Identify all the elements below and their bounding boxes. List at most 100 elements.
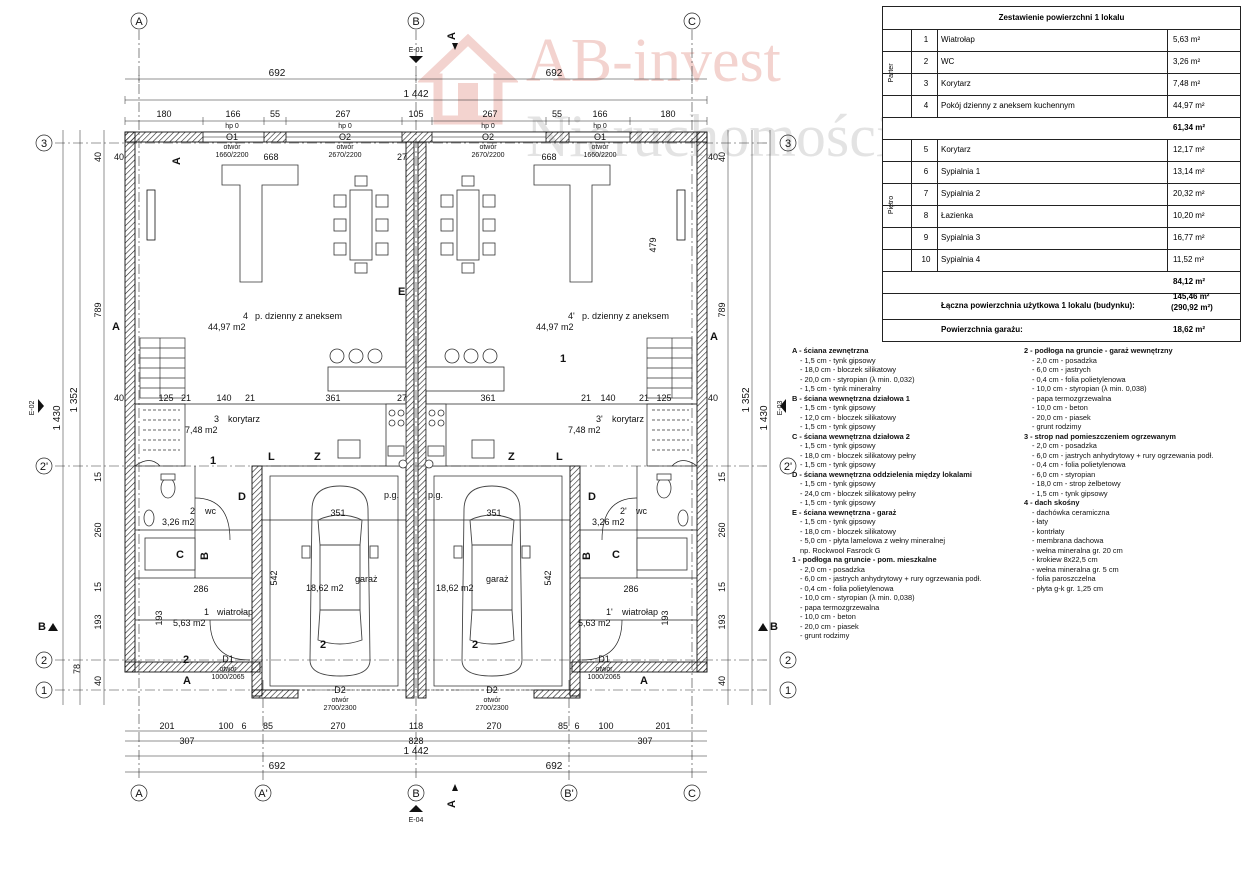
svg-text:40: 40	[717, 676, 727, 686]
legend-item: - 0,4 cm - folia polietylenowa	[800, 583, 894, 593]
svg-text:otwór: otwór	[483, 697, 501, 704]
legend-item: - 2,0 cm - posadzka	[800, 564, 865, 574]
legend-item: - 10,0 cm - styropian (λ min. 0,038)	[1032, 384, 1147, 393]
svg-text:A: A	[135, 16, 143, 28]
room-corridor-left-area: 7,48 m2	[185, 425, 218, 435]
svg-text:2700/2300: 2700/2300	[475, 705, 508, 712]
axis-left-2p: 2'	[35, 457, 53, 475]
svg-text:otwór: otwór	[591, 144, 609, 151]
section-arrow-top-icon	[409, 56, 423, 63]
legend-item: - dachówka ceramiczna	[1032, 507, 1110, 517]
svg-text:2: 2	[472, 639, 478, 651]
legend-item: - 1,5 cm - tynk gipsowy	[800, 460, 876, 469]
svg-text:85: 85	[263, 721, 273, 731]
legend-item: - papa termozgrzewalna	[800, 602, 880, 612]
dining-table-right	[440, 175, 496, 274]
room-garage-left-area: 18,62 m2	[306, 583, 344, 593]
room-vestibule-left-no: 1	[204, 607, 209, 617]
legend-heading: C - ściana wewnętrzna działowa 2	[792, 431, 910, 441]
svg-text:105: 105	[408, 109, 423, 119]
svg-text:267: 267	[482, 109, 497, 119]
room-living-left-no: 4	[243, 311, 248, 321]
legend-item: - 10,0 cm - styropian (λ min. 0,038)	[800, 593, 915, 602]
legend-item: - 1,5 cm - tynk gipsowy	[800, 498, 876, 507]
svg-text:1 442: 1 442	[403, 89, 428, 100]
svg-text:479: 479	[648, 237, 658, 252]
room-wc-right-area: 3,26 m2	[592, 517, 625, 527]
legend-item: - 18,0 cm - bloczek silikatowy pełny	[800, 450, 916, 460]
svg-text:hp 0: hp 0	[225, 123, 239, 130]
bottom-dimensions: 201 100 6 85 270 118 270 85 6 100 201 30…	[125, 721, 707, 773]
svg-text:B: B	[412, 16, 419, 28]
svg-text:78: 78	[72, 664, 82, 674]
legend-heading: B - ściana wewnętrzna działowa 1	[792, 393, 910, 403]
svg-text:85: 85	[558, 721, 568, 731]
svg-text:789: 789	[93, 302, 103, 317]
stairs-right-icon	[646, 337, 693, 451]
svg-text:3: 3	[41, 138, 47, 150]
svg-text:C: C	[688, 16, 696, 28]
svg-text:21: 21	[581, 393, 591, 403]
svg-text:1: 1	[41, 685, 47, 697]
legend-item: - 0,4 cm - folia polietylenowa	[1032, 374, 1126, 384]
legend-item: - wełna mineralna gr. 5 cm	[1032, 564, 1119, 574]
svg-text:otwór: otwór	[331, 697, 349, 704]
svg-text:21: 21	[181, 393, 191, 403]
legend-item: - 6,0 cm - jastrych	[1032, 365, 1091, 374]
svg-text:267: 267	[335, 109, 350, 119]
svg-text:3: 3	[785, 138, 791, 150]
section-mark-bottom: E-04	[409, 817, 424, 824]
dining-table-left	[333, 175, 389, 274]
svg-text:C: C	[612, 549, 620, 561]
legend-item: np. Rockwool Fasrock G	[800, 545, 881, 555]
svg-text:692: 692	[269, 761, 286, 772]
car-right-icon	[453, 485, 531, 677]
legend-heading: 3 - strop nad pomieszczeniem ogrzewanym	[1024, 431, 1176, 441]
svg-text:2670/2200: 2670/2200	[471, 152, 504, 159]
svg-text:1000/2065: 1000/2065	[587, 674, 620, 681]
legend-column-2: 2 - podłoga na gruncie - garaż wewnętrzn…	[1024, 346, 1242, 593]
svg-text:668: 668	[263, 152, 278, 162]
legend-item: - 1,5 cm - tynk gipsowy	[800, 355, 876, 365]
legend-heading: A - ściana zewnętrzna	[792, 346, 869, 355]
legend-item: - płyta g-k gr. 1,25 cm	[1032, 583, 1104, 593]
svg-text:B: B	[581, 552, 593, 560]
legend-item: - wełna mineralna gr. 20 cm	[1032, 545, 1123, 555]
axis-left-2: 2	[35, 651, 53, 669]
top-dimensions: 692 692 1 442 180 166 55 267 105 267 55 …	[124, 68, 708, 125]
svg-text:351: 351	[486, 508, 501, 518]
svg-text:D1: D1	[222, 654, 234, 664]
section-mark-right: E-03	[777, 401, 784, 416]
svg-text:C: C	[176, 549, 184, 561]
svg-text:361: 361	[480, 393, 495, 403]
svg-text:166: 166	[592, 109, 607, 119]
svg-text:A: A	[710, 331, 718, 343]
room-corridor-right-area: 7,48 m2	[568, 425, 601, 435]
section-cut-a-top: A	[446, 32, 458, 40]
heat-pump-left-label: p.g.	[384, 490, 399, 500]
svg-text:otwór: otwór	[219, 666, 237, 673]
svg-text:B': B'	[564, 788, 573, 800]
legend-item: - 12,0 cm - bloczek silikatowy	[800, 412, 897, 422]
svg-text:286: 286	[193, 584, 208, 594]
legend-item: - 18,0 cm - bloczek silikatowy	[800, 365, 897, 374]
axis-right-2p: 2'	[779, 457, 797, 475]
svg-text:40: 40	[114, 393, 124, 403]
axis-right-1: 1	[779, 681, 797, 699]
svg-text:692: 692	[546, 68, 563, 79]
table-row-total: Łączna powierzchnia użytkowa 1 lokalu (b…	[883, 292, 1240, 320]
axis-right-3: 3	[779, 134, 797, 152]
svg-text:Z: Z	[508, 451, 515, 463]
legend-item: - 1,5 cm - tynk gipsowy	[1032, 488, 1108, 498]
car-left-icon	[301, 485, 379, 677]
legend-heading: D - ściana wewnętrzna oddzielenia między…	[792, 469, 972, 479]
axis-bottom-c: C	[683, 784, 701, 802]
svg-text:180: 180	[660, 109, 675, 119]
svg-text:1 442: 1 442	[403, 746, 428, 757]
svg-text:1660/2200: 1660/2200	[583, 152, 616, 159]
